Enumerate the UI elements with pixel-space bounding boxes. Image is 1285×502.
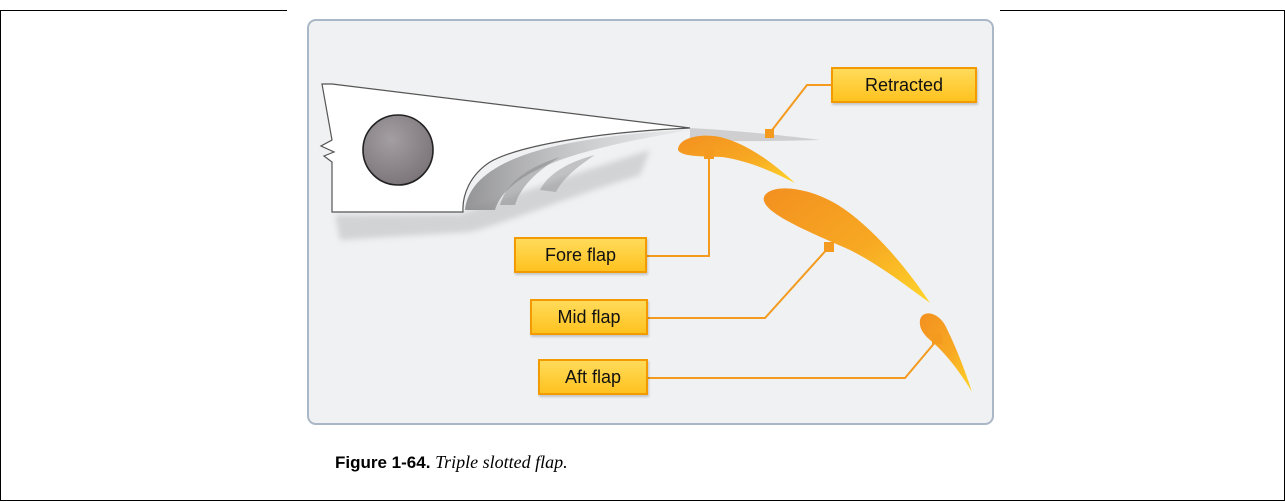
- mid-flap-callout-line: [648, 246, 830, 319]
- fore-flap-callout-dot: [704, 149, 714, 159]
- cove-streak-1: [500, 157, 560, 205]
- retracted-label: Retracted: [831, 67, 977, 103]
- mid-flap-label: Mid flap: [530, 299, 648, 335]
- mid-flap-callout-dot: [824, 242, 834, 252]
- aft-flap-callout-line: [647, 339, 938, 379]
- top-rule-left: [0, 10, 287, 11]
- aft-flap-shape: [919, 313, 972, 392]
- aft-flap-callout-dot: [932, 334, 942, 344]
- wing-shadow: [335, 150, 650, 240]
- cove-streak-2: [540, 155, 595, 192]
- fore-flap-callout-line: [646, 154, 710, 257]
- retracted-callout-dot: [765, 129, 774, 138]
- fore-flap-label: Fore flap: [514, 237, 647, 273]
- figure-caption-text: Triple slotted flap.: [435, 452, 568, 472]
- wing-cove-shadow: [465, 130, 690, 210]
- retracted-callout-line: [768, 84, 832, 135]
- mid-flap-shape: [763, 188, 930, 303]
- spar-hole: [362, 114, 434, 186]
- figure-number: Figure 1-64.: [335, 453, 431, 472]
- top-rule-right: [1000, 10, 1285, 11]
- aft-flap-label: Aft flap: [538, 359, 648, 395]
- fore-flap-shape: [678, 135, 795, 183]
- figure-caption: Figure 1-64. Triple slotted flap.: [335, 452, 568, 473]
